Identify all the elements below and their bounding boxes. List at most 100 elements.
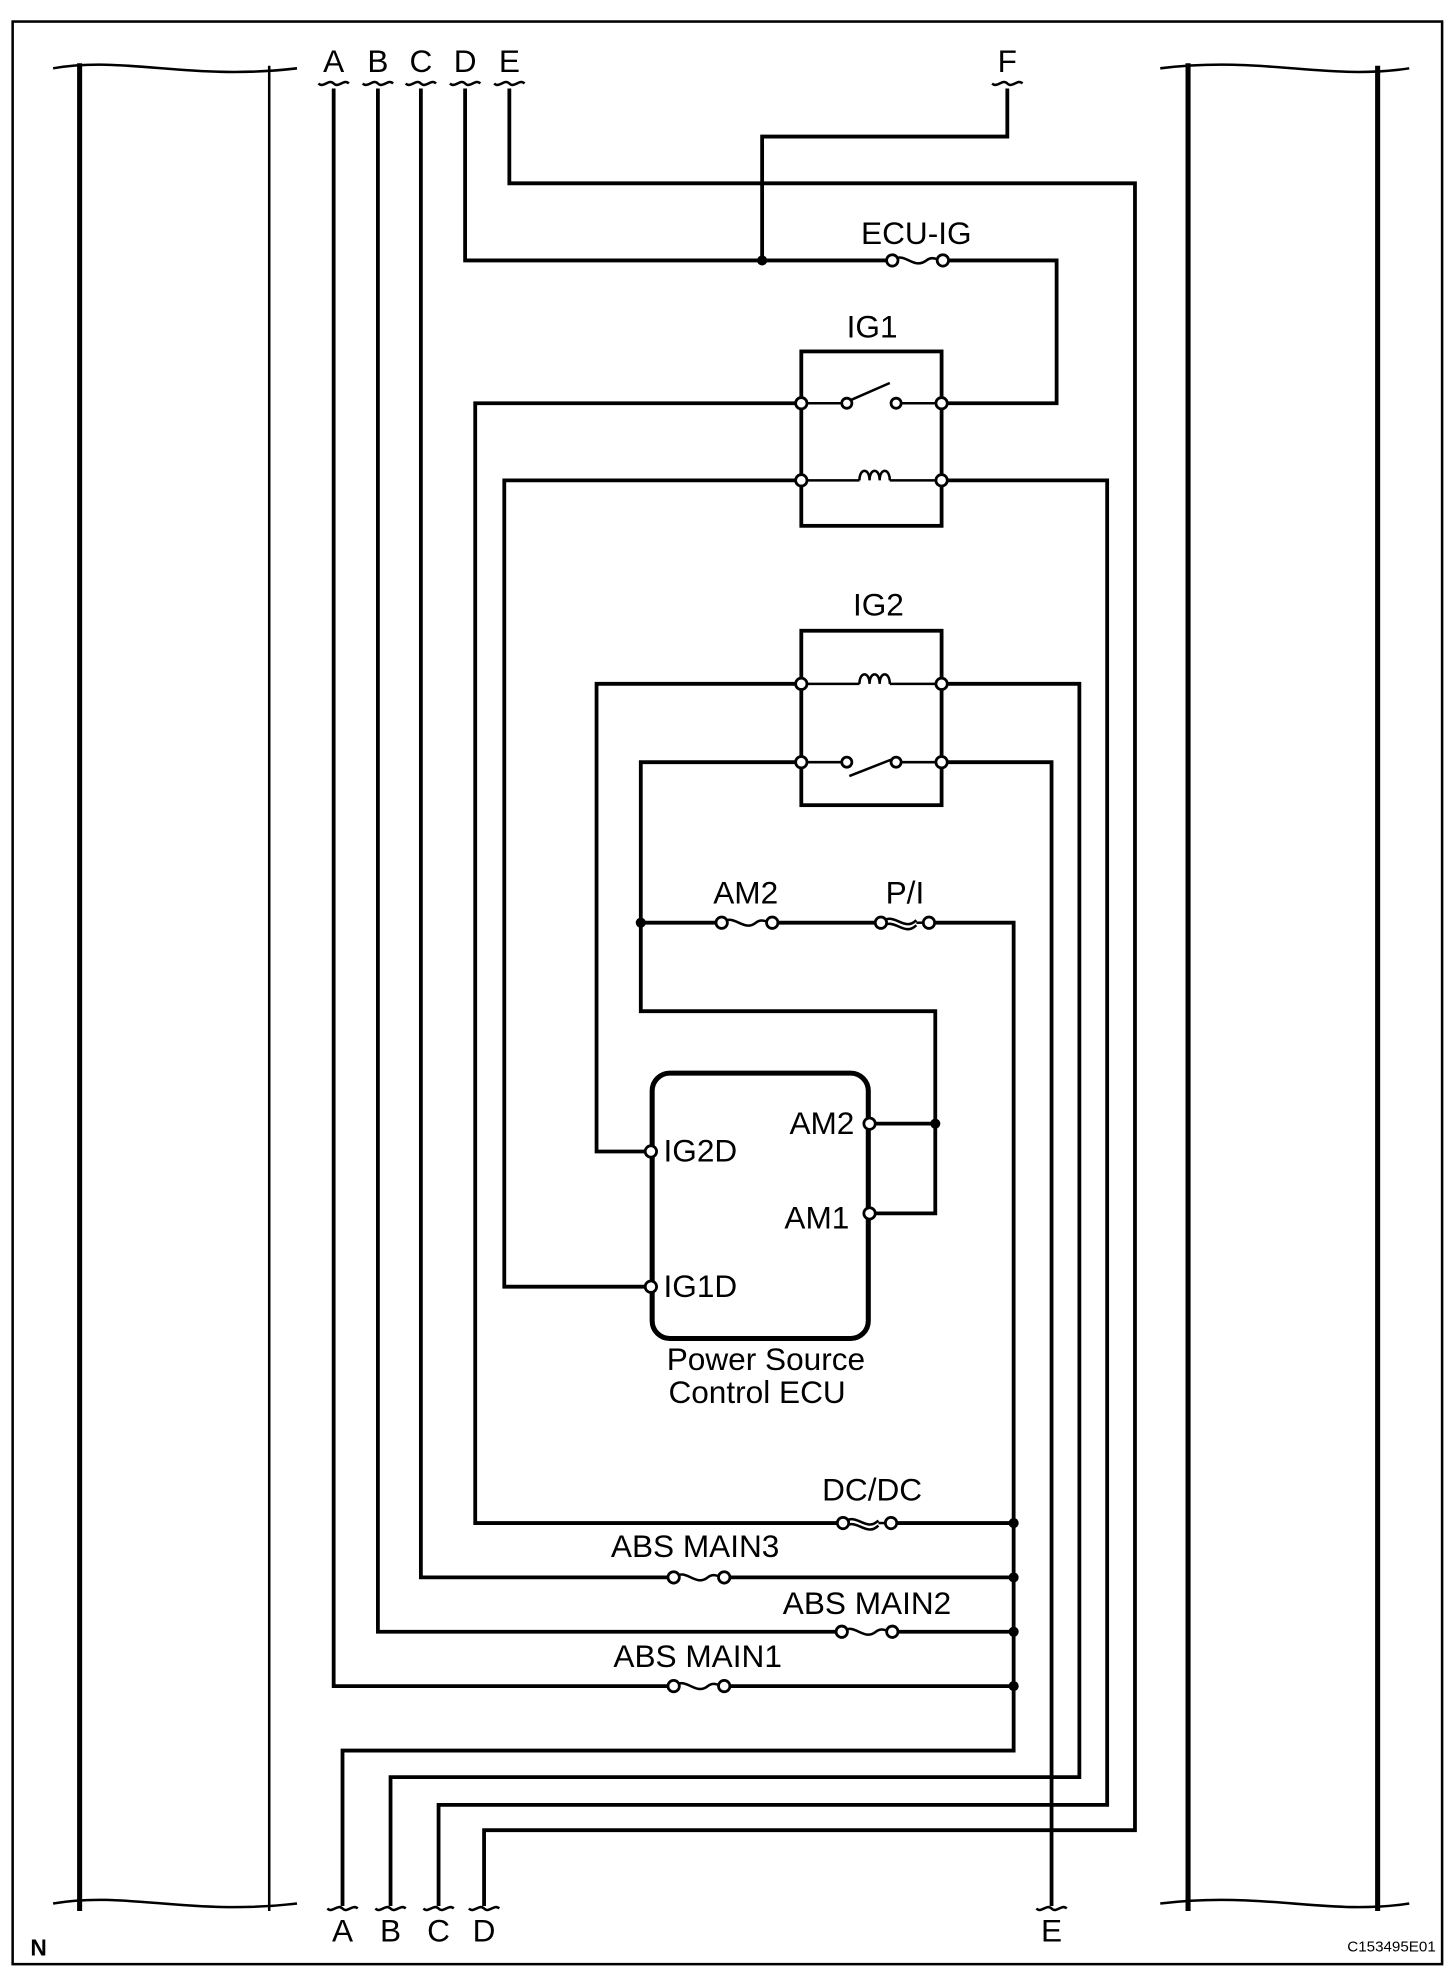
fuse-pi: P/I <box>873 875 937 931</box>
figure-id: C153495E01 <box>1347 1939 1436 1956</box>
break-mark-bottom-c <box>422 1905 455 1912</box>
wire-b-abs-main2 <box>376 88 837 1634</box>
fuse-abs-main2-terminal-left <box>834 1624 849 1639</box>
fuse-abs-main1-terminal-right <box>717 1679 732 1694</box>
ecu-pin-am1-label: AM1 <box>784 1200 849 1236</box>
fuse-pi-terminal-left <box>873 915 889 930</box>
break-mark-top-e <box>493 80 526 87</box>
ecu-pin-am2 <box>862 1116 877 1131</box>
wire-ig1-switch-to-dcdc <box>473 401 837 1525</box>
break-mark-bottom-e <box>1035 1905 1068 1912</box>
relay-ig1-coil-icon <box>858 469 892 481</box>
ecu-name-line2: Control ECU <box>668 1374 845 1410</box>
fuse-abs-main2: ABS MAIN2 <box>783 1585 951 1639</box>
top-connector-c: C <box>409 43 432 79</box>
bottom-connector-d: D <box>473 1912 496 1948</box>
junction-dot <box>930 1118 941 1129</box>
fuse-ecu-ig-terminal-right <box>935 253 950 268</box>
bottom-connectors: A B C D E <box>326 1905 1068 1948</box>
fuse-pi-label: P/I <box>886 875 925 911</box>
fuse-ecu-ig-label: ECU-IG <box>861 215 972 251</box>
break-mark-bottom-b <box>374 1905 407 1912</box>
break-mark-bottom-d <box>468 1905 501 1912</box>
fuse-am2-terminal-right <box>765 915 780 930</box>
break-mark-top-a <box>317 80 350 87</box>
wire-ig2-switch-to-am2 <box>638 760 797 923</box>
corner-label: N <box>30 1934 46 1960</box>
fuse-abs-main1-terminal-left <box>666 1679 681 1694</box>
fuse-abs-main1: ABS MAIN1 <box>613 1638 782 1694</box>
fuse-dcdc-label: DC/DC <box>822 1471 922 1507</box>
ecu-pin-ig2d-label: IG2D <box>664 1133 738 1169</box>
break-mark-top-d <box>449 80 482 87</box>
wire-ecu-ig-to-ig1 <box>946 258 1059 406</box>
fuse-abs-main2-icon <box>840 1627 893 1636</box>
wire-ig2-coil-to-b <box>388 681 1082 1907</box>
wire-f <box>760 88 1010 261</box>
fuse-am2-label: AM2 <box>713 875 778 911</box>
fuse-ecu-ig-icon <box>891 256 943 265</box>
fuse-ecu-ig: ECU-IG <box>861 215 972 268</box>
relay-ig1-box <box>799 349 944 528</box>
break-mark-top-f <box>991 80 1024 87</box>
wire-e <box>482 88 1137 1907</box>
fuse-ecu-ig-terminal-left <box>885 253 900 268</box>
top-connector-e: E <box>499 43 520 79</box>
top-connector-d: D <box>454 43 477 79</box>
junction-dot <box>1008 1681 1019 1692</box>
fuse-abs-main2-terminal-right <box>885 1624 900 1639</box>
junction-dot <box>757 255 768 266</box>
left-harness-column <box>52 63 298 1912</box>
fuse-dcdc: DC/DC <box>822 1471 922 1531</box>
break-mark-bottom-a <box>326 1905 359 1912</box>
fuse-am2: AM2 <box>713 875 780 930</box>
fuse-abs-main3: ABS MAIN3 <box>611 1528 779 1585</box>
fuse-abs-main3-label: ABS MAIN3 <box>611 1528 779 1564</box>
ecu-box <box>649 1070 871 1342</box>
top-connector-f: F <box>998 43 1017 79</box>
relay-ig2-label: IG2 <box>853 587 904 623</box>
top-connector-a: A <box>323 43 344 79</box>
bottom-connector-c: C <box>427 1912 450 1948</box>
ecu-pin-am2-label: AM2 <box>789 1105 854 1141</box>
relay-ig1-label: IG1 <box>847 309 898 345</box>
top-connector-b: B <box>367 43 388 79</box>
fuse-abs-main1-icon <box>672 1681 725 1691</box>
ecu-pin-ig1d <box>643 1279 658 1294</box>
fuse-abs-main3-terminal-right <box>717 1570 732 1585</box>
junction-dot <box>1008 1626 1019 1637</box>
break-mark-top-c <box>404 80 437 87</box>
ecu-pin-ig1d-label: IG1D <box>664 1268 738 1304</box>
wire-ig1-coil-to-ig1d <box>502 478 797 1289</box>
junction-dot <box>1008 1572 1019 1583</box>
top-connectors: A B C D E F <box>317 43 1024 87</box>
ecu-name-line1: Power Source <box>667 1341 865 1377</box>
bottom-connector-a: A <box>332 1912 353 1948</box>
ecu-pin-am1 <box>862 1206 877 1221</box>
fuse-dcdc-terminal-right <box>883 1515 899 1531</box>
wire-am2-node-to-ecu <box>638 922 938 1216</box>
fuse-abs-main1-label: ABS MAIN1 <box>613 1638 781 1674</box>
relay-ig2-switch-icon <box>848 758 892 778</box>
power-source-control-ecu: AM2 AM1 IG2D IG1D Power Source Control E… <box>643 1070 877 1410</box>
wire-ig1-coil-to-c <box>436 478 1110 1907</box>
wire-a-abs-main1 <box>331 88 669 1688</box>
fuse-pi-terminal-right <box>921 915 937 930</box>
wire-pi-to-bus <box>340 920 1016 1907</box>
wire-c-abs-main3 <box>418 88 669 1580</box>
wires <box>331 88 1137 1907</box>
relay-ig2-box <box>799 628 944 808</box>
fuse-abs-main3-terminal-left <box>666 1570 681 1585</box>
fuse-am2-icon <box>720 918 773 927</box>
relay-ig1: IG1 <box>794 309 949 528</box>
bottom-connector-b: B <box>380 1912 401 1948</box>
relay-ig1-switch-icon <box>848 381 891 402</box>
relay-ig2-coil-icon <box>858 673 892 684</box>
wire-d <box>463 88 888 263</box>
wire-ig2-coil-to-ig2d <box>594 681 797 1154</box>
break-mark-top-b <box>361 80 394 87</box>
wire-ig2-switch-to-e <box>946 760 1054 1907</box>
fuse-abs-main3-icon <box>672 1573 725 1582</box>
junction-dot <box>635 917 646 928</box>
